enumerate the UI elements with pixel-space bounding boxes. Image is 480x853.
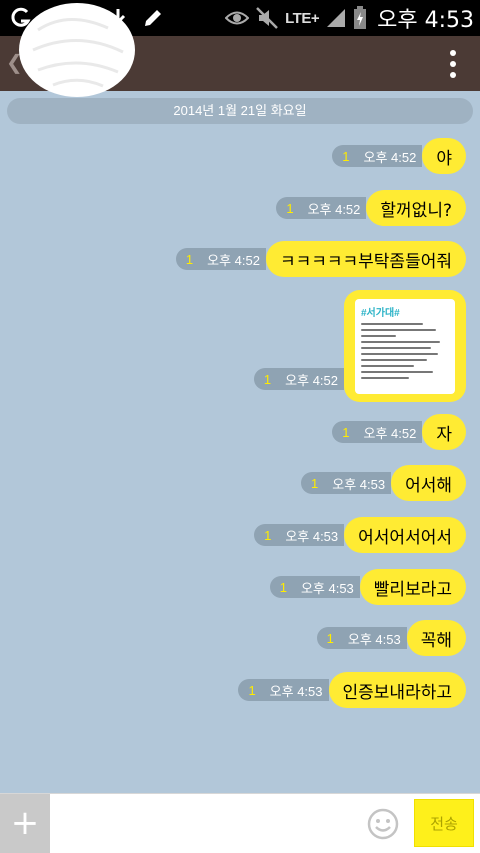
message-meta: 1 오후 4:52 bbox=[332, 145, 423, 167]
message-row: 1 오후 4:52 야 bbox=[332, 138, 466, 174]
chat-header: ❮ T bbox=[0, 3, 480, 97]
message-time: 오후 4:52 bbox=[207, 252, 260, 268]
network-type: LTE+ bbox=[285, 9, 320, 27]
message-row: 1 오후 4:53 인증보내라하고 bbox=[238, 672, 466, 708]
message-meta: 1 오후 4:53 bbox=[254, 524, 345, 546]
date-divider: 2014년 1월 21일 화요일 bbox=[7, 98, 473, 124]
message-meta: 1 오후 4:52 bbox=[253, 368, 344, 390]
message-meta: 1 오후 4:52 bbox=[332, 421, 423, 443]
status-right-icons: LTE+ 오후 4:53 bbox=[225, 0, 474, 36]
message-meta: 1 오후 4:53 bbox=[238, 679, 329, 701]
poster-image: #서가대# bbox=[355, 298, 455, 394]
message-meta: 1 오후 4:53 bbox=[316, 627, 407, 649]
back-button[interactable]: ❮ bbox=[6, 50, 23, 74]
redaction-scribble bbox=[19, 3, 135, 97]
message-time: 오후 4:52 bbox=[363, 149, 417, 165]
message-bubble[interactable]: 야 bbox=[422, 138, 466, 174]
message-bubble[interactable]: 자 bbox=[422, 414, 466, 450]
poster-title: #서가대# bbox=[361, 307, 400, 319]
eye-icon bbox=[225, 11, 250, 25]
message-bubble[interactable]: 빨리보라고 bbox=[359, 569, 466, 605]
message-time: 오후 4:52 bbox=[363, 425, 417, 441]
image-bubble[interactable]: #서가대# bbox=[344, 290, 466, 402]
signal-icon bbox=[327, 9, 346, 27]
message-bubble[interactable]: 어서해 bbox=[391, 465, 466, 501]
unread-count: 1 bbox=[264, 527, 272, 543]
status-time: 오후 4:53 bbox=[377, 8, 474, 33]
unread-count: 1 bbox=[342, 424, 350, 440]
message-row: 1 오후 4:53 빨리보라고 bbox=[269, 569, 466, 605]
emoticon-icon[interactable] bbox=[366, 807, 400, 841]
message-time: 오후 4:52 bbox=[307, 201, 361, 217]
message-time: 오후 4:53 bbox=[332, 476, 386, 492]
unread-count: 1 bbox=[326, 630, 334, 646]
message-bubble[interactable]: 인증보내라하고 bbox=[328, 672, 466, 708]
unread-count: 1 bbox=[263, 371, 272, 387]
message-meta: 1 오후 4:52 bbox=[276, 197, 367, 219]
input-bar: + 전송 bbox=[0, 793, 480, 853]
message-time: 오후 4:52 bbox=[285, 372, 338, 388]
message-bubble[interactable]: 어서어서어서 bbox=[344, 517, 466, 553]
unread-count: 1 bbox=[311, 475, 319, 491]
attach-plus-button[interactable]: + bbox=[0, 794, 50, 853]
message-row: 1 오후 4:52 할꺼없니? bbox=[276, 190, 466, 226]
message-time: 오후 4:53 bbox=[300, 580, 354, 596]
unread-count: 1 bbox=[279, 579, 287, 595]
message-meta: 1 오후 4:53 bbox=[269, 576, 360, 598]
message-row: 1 오후 4:53 꼭해 bbox=[316, 620, 466, 656]
image-message-row: 1 오후 4:52 #서가대# bbox=[253, 290, 466, 402]
carrier-g-icon bbox=[11, 7, 31, 27]
message-bubble[interactable]: 할꺼없니? bbox=[366, 190, 466, 226]
message-row: 1 오후 4:52 자 bbox=[332, 414, 466, 450]
edit-icon bbox=[145, 10, 161, 26]
message-bubble[interactable]: 꼭해 bbox=[406, 620, 466, 656]
message-row: 1 오후 4:52 ㅋㅋㅋㅋㅋ부탁좀들어줘 bbox=[175, 241, 466, 277]
message-time: 오후 4:53 bbox=[285, 528, 339, 544]
menu-more-icon[interactable] bbox=[448, 50, 458, 78]
message-bubble[interactable]: ㅋㅋㅋㅋㅋ부탁좀들어줘 bbox=[265, 241, 466, 277]
message-meta: 1 오후 4:52 bbox=[175, 248, 266, 270]
battery-charging-icon bbox=[354, 6, 367, 29]
mute-icon bbox=[256, 7, 279, 29]
message-row: 1 오후 4:53 어서어서어서 bbox=[254, 517, 466, 553]
unread-count: 1 bbox=[342, 148, 350, 164]
message-row: 1 오후 4:53 어서해 bbox=[301, 465, 466, 501]
unread-count: 1 bbox=[286, 200, 294, 216]
unread-count: 1 bbox=[248, 682, 256, 698]
message-input[interactable] bbox=[52, 794, 360, 853]
message-time: 오후 4:53 bbox=[269, 683, 323, 699]
send-button[interactable]: 전송 bbox=[414, 799, 474, 847]
message-time: 오후 4:53 bbox=[347, 631, 401, 647]
message-meta: 1 오후 4:53 bbox=[301, 472, 392, 494]
unread-count: 1 bbox=[185, 251, 194, 267]
